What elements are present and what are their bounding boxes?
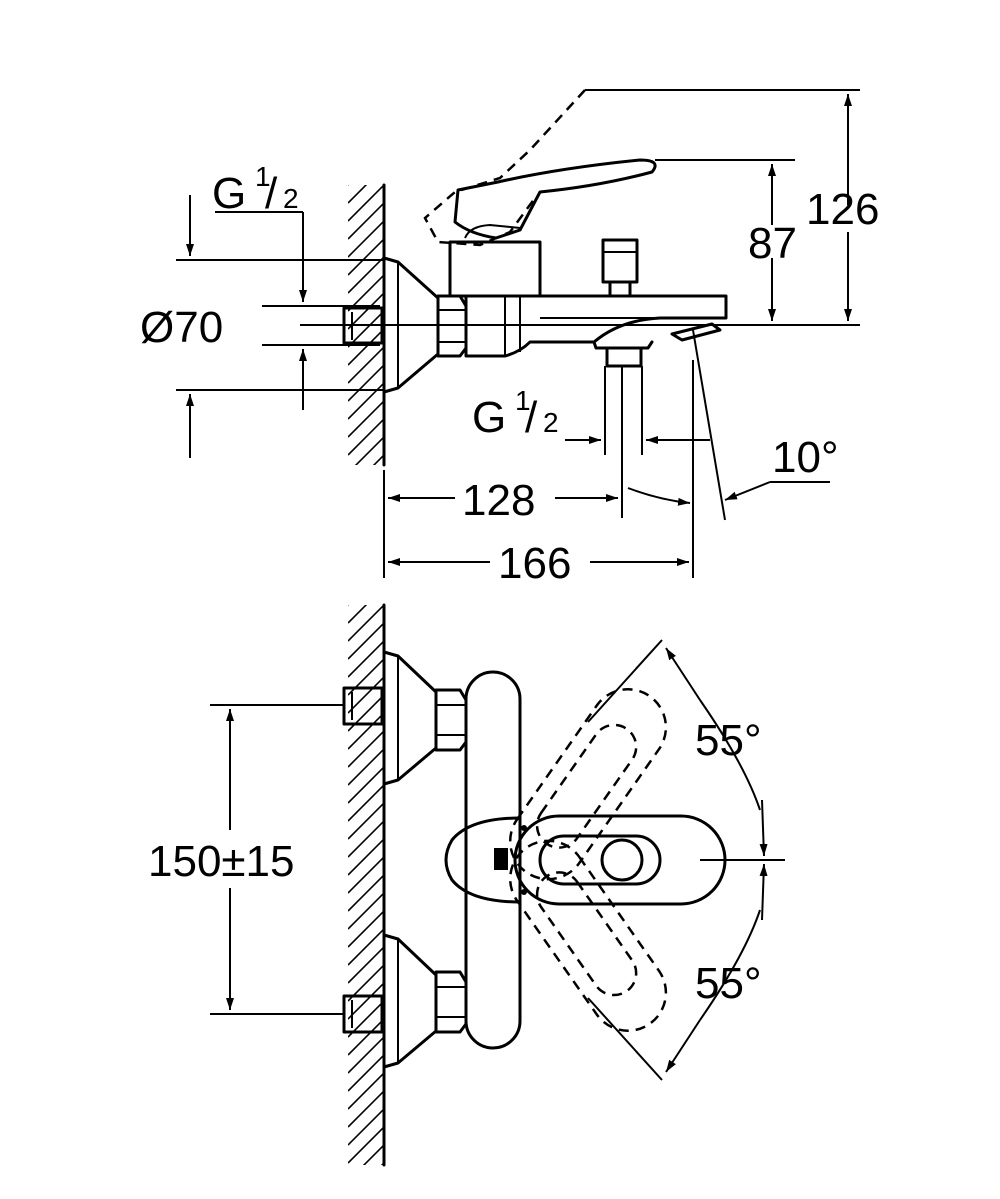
- wall-hatch-line: [348, 640, 384, 678]
- wall-hatch-line: [348, 238, 384, 276]
- wall-hatch-line: [348, 910, 384, 948]
- dim-angle-spout: 10°: [772, 433, 839, 482]
- wall-hatch-line: [348, 185, 368, 204]
- wall-hatch-line: [348, 1072, 384, 1110]
- label-thread-bottom: G 1 / 2: [472, 385, 710, 444]
- wall-side-view: [348, 183, 386, 467]
- svg-text:G: G: [472, 393, 506, 442]
- svg-text:1: 1: [515, 385, 531, 416]
- svg-text:2: 2: [283, 183, 299, 214]
- wall-hatch-line: [348, 292, 384, 330]
- wall-hatch-line: [348, 1090, 384, 1128]
- wall-hatch-line: [348, 946, 384, 984]
- lever-raised-dashed: [423, 89, 860, 247]
- wall-hatch-line: [348, 1108, 384, 1146]
- svg-text:/: /: [265, 169, 278, 218]
- wall-hatch-line: [348, 784, 384, 822]
- svg-text:2: 2: [543, 407, 559, 438]
- svg-text:G: G: [212, 169, 246, 218]
- lever-positions-dashed: [508, 688, 668, 1032]
- lever-side: [453, 158, 657, 240]
- wall-hatch-line: [348, 400, 384, 438]
- spout-outlet: [592, 322, 722, 368]
- wall-hatch-line: [348, 256, 384, 294]
- wall-hatch-line: [348, 820, 384, 858]
- wall-hatch-line: [348, 928, 384, 966]
- front-view: 150±15 55° 55°: [148, 603, 785, 1167]
- wall-hatch-line: [348, 220, 384, 258]
- wall-hatch-line: [348, 1126, 384, 1164]
- wall-hatch-line: [348, 712, 384, 750]
- wall-hatch-line: [348, 802, 384, 840]
- wall-hatch-line: [348, 856, 384, 894]
- dim-diameter: Ø70: [140, 303, 223, 352]
- connection-lower: [342, 933, 468, 1069]
- wall-hatch-line: [348, 310, 384, 348]
- dim-angle-up: 55°: [695, 716, 762, 765]
- dim-height-total: 126: [806, 185, 879, 234]
- wall-hatch-line: [348, 694, 384, 732]
- dim-spacing: 150±15: [148, 837, 295, 886]
- wall-hatch-line: [348, 982, 384, 1020]
- wall-hatch-line: [348, 185, 350, 186]
- wall-hatch-line: [348, 346, 384, 384]
- wall-hatch-line: [348, 730, 384, 768]
- wall-hatch-line: [348, 748, 384, 786]
- dim-height-lever: 87: [748, 219, 797, 268]
- wall-front-view: [348, 603, 386, 1167]
- wall-hatch-line: [354, 436, 384, 465]
- wall-hatch-line: [348, 766, 384, 804]
- wall-hatch-line: [348, 605, 384, 642]
- wall-hatch-line: [348, 605, 350, 606]
- wall-hatch-line: [348, 874, 384, 912]
- wall-hatch-line: [348, 838, 384, 876]
- wall-hatch-line: [348, 202, 384, 240]
- wall-hatch-line: [348, 676, 384, 714]
- wall-hatch-line: [348, 185, 384, 222]
- svg-text:1: 1: [255, 161, 271, 192]
- dim-depth-spout: 128: [462, 476, 535, 525]
- dim-depth-total: 166: [498, 539, 571, 588]
- wall-hatch-line: [348, 605, 368, 624]
- diverter-knob: [601, 238, 639, 298]
- lever-front[interactable]: [444, 814, 727, 906]
- wall-hatch-line: [348, 892, 384, 930]
- wall-hatch-line: [348, 1036, 384, 1074]
- connection-upper: [342, 650, 468, 786]
- wall-hatch-line: [348, 364, 384, 402]
- wall-hatch-line: [348, 328, 384, 366]
- wall-hatch-line: [348, 418, 384, 456]
- label-thread-left: G 1 / 2: [212, 161, 307, 410]
- wall-hatch-line: [348, 622, 384, 660]
- wall-hatch-line: [348, 1018, 384, 1056]
- wall-hatch-line: [380, 1162, 384, 1165]
- side-view: Ø70 G 1 / 2 G 1 / 2 126 87: [140, 89, 879, 588]
- wall-hatch-line: [362, 1144, 384, 1165]
- wall-hatch-line: [348, 658, 384, 696]
- wall-hatch-line: [348, 382, 384, 420]
- wall-hatch-line: [372, 454, 384, 465]
- dim-angle-down: 55°: [695, 959, 762, 1008]
- wall-hatch-line: [348, 1054, 384, 1092]
- mixer-body-front: [464, 670, 522, 1050]
- svg-text:/: /: [525, 393, 538, 442]
- cartridge-housing: [448, 240, 542, 298]
